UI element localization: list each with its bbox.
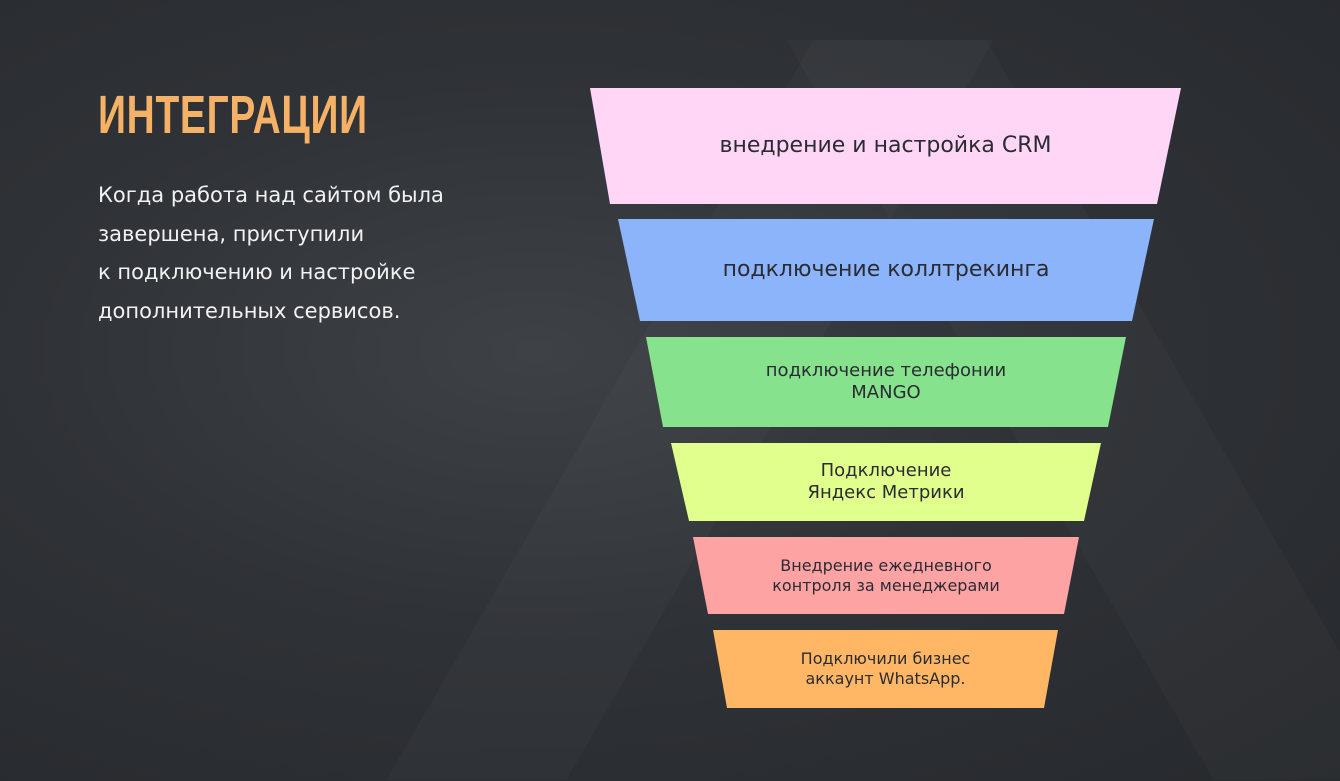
- stage-label: MANGO: [851, 382, 921, 403]
- stage-label: Яндекс Метрики: [807, 482, 965, 503]
- stage-label: Подключили бизнес: [800, 649, 971, 668]
- stage-label: контроля за менеджерами: [772, 575, 1000, 595]
- stage-label: подключение телефонии: [765, 359, 1007, 381]
- funnel-stage-calltracking: подключение коллтрекинга: [618, 219, 1154, 321]
- slide-description: Когда работа над сайтом была завершена, …: [98, 176, 498, 330]
- funnel-stage-manager-control: Внедрение ежедневного контроля за менедж…: [693, 537, 1079, 614]
- funnel-stage-crm: внедрение и настройка CRM: [590, 88, 1181, 204]
- stage-label: подключение коллтрекинга: [722, 257, 1050, 283]
- funnel-stage-telephony: подключение телефонии MANGO: [646, 337, 1126, 427]
- stage-label: Внедрение ежедневного: [780, 555, 992, 575]
- stage-label: Подключение: [820, 459, 952, 481]
- description-line: Когда работа над сайтом была: [98, 183, 444, 207]
- description-line: завершена, приступили: [98, 221, 365, 246]
- slide-title: ИНТЕГРАЦИИ: [98, 85, 368, 145]
- funnel-stage-metrika: Подключение Яндекс Метрики: [671, 443, 1101, 521]
- funnel-stage-whatsapp: Подключили бизнес аккаунт WhatsApp.: [713, 630, 1058, 708]
- stage-label: аккаунт WhatsApp.: [805, 669, 966, 688]
- stage-label: внедрение и настройка CRM: [719, 133, 1052, 159]
- description-line: к подключению и настройке: [98, 260, 416, 284]
- description-line: дополнительных сервисов.: [98, 298, 401, 323]
